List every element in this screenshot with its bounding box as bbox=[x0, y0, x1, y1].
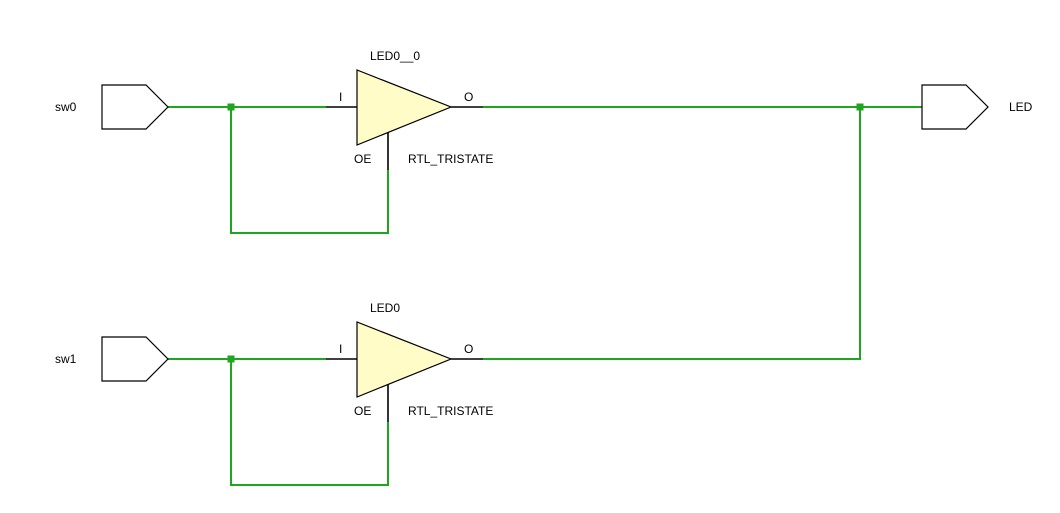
pin-label-i: I bbox=[339, 342, 342, 356]
cell-type-label: RTL_TRISTATE bbox=[408, 152, 493, 166]
junction-sw0 bbox=[227, 103, 235, 111]
port-sw0[interactable]: sw0 bbox=[55, 84, 169, 130]
cell-instance-name: LED0__0 bbox=[370, 49, 420, 63]
pin-label-oe: OE bbox=[354, 152, 371, 166]
pin-label-o: O bbox=[464, 342, 473, 356]
input-port-icon bbox=[101, 336, 169, 382]
cell-led0[interactable]: LED0 I O OE RTL_TRISTATE bbox=[326, 301, 493, 422]
pin-label-i: I bbox=[339, 90, 342, 104]
port-label-sw1: sw1 bbox=[55, 352, 77, 366]
tristate-buffer-icon bbox=[356, 69, 453, 146]
nets bbox=[168, 106, 922, 486]
net-led-bottom[interactable] bbox=[483, 107, 861, 360]
cell-type-label: RTL_TRISTATE bbox=[408, 404, 493, 418]
junction-led bbox=[856, 103, 864, 111]
tristate-buffer-icon bbox=[356, 321, 453, 398]
junctions bbox=[227, 103, 864, 363]
junction-sw1 bbox=[227, 355, 235, 363]
port-led[interactable]: LED bbox=[921, 84, 1033, 130]
pin-label-oe: OE bbox=[354, 404, 371, 418]
input-port-icon bbox=[101, 84, 169, 130]
cell-instance-name: LED0 bbox=[370, 301, 400, 315]
output-port-icon bbox=[921, 84, 989, 130]
net-sw1-oe-loop[interactable] bbox=[230, 359, 389, 486]
net-sw0-oe-loop[interactable] bbox=[230, 107, 389, 234]
port-label-led: LED bbox=[1009, 100, 1033, 114]
port-label-sw0: sw0 bbox=[55, 100, 77, 114]
cell-led0-0[interactable]: LED0__0 I O OE RTL_TRISTATE bbox=[326, 49, 493, 170]
pin-label-o: O bbox=[464, 90, 473, 104]
port-sw1[interactable]: sw1 bbox=[55, 336, 169, 382]
